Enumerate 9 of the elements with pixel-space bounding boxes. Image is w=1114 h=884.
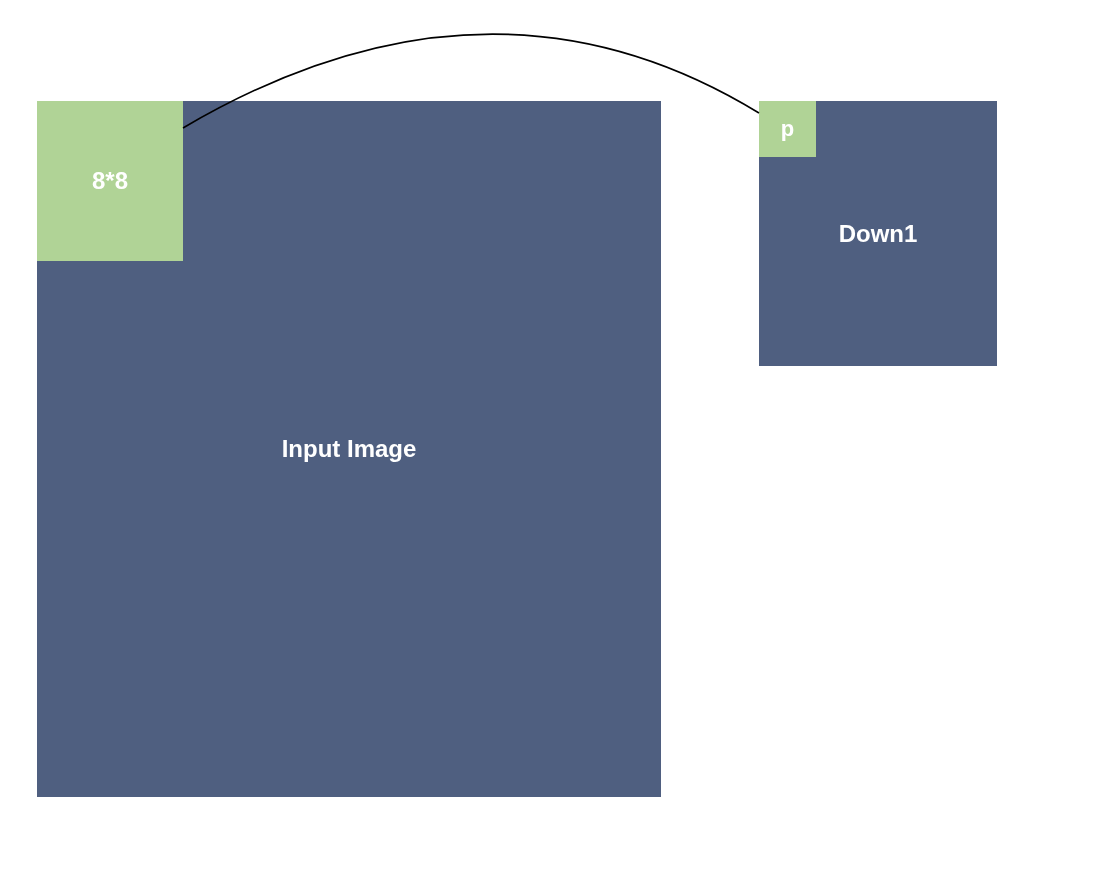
- block-label: 8*8: [91, 167, 128, 195]
- block-label: Input Image: [281, 435, 417, 463]
- block-label: p: [780, 116, 795, 142]
- block-label: Down1: [838, 219, 918, 248]
- curved-connector: [182, 33, 760, 129]
- pixel-block: [759, 101, 816, 157]
- patch-block: [37, 101, 183, 261]
- feature-map-block: [759, 101, 997, 366]
- image-block: [37, 101, 661, 797]
